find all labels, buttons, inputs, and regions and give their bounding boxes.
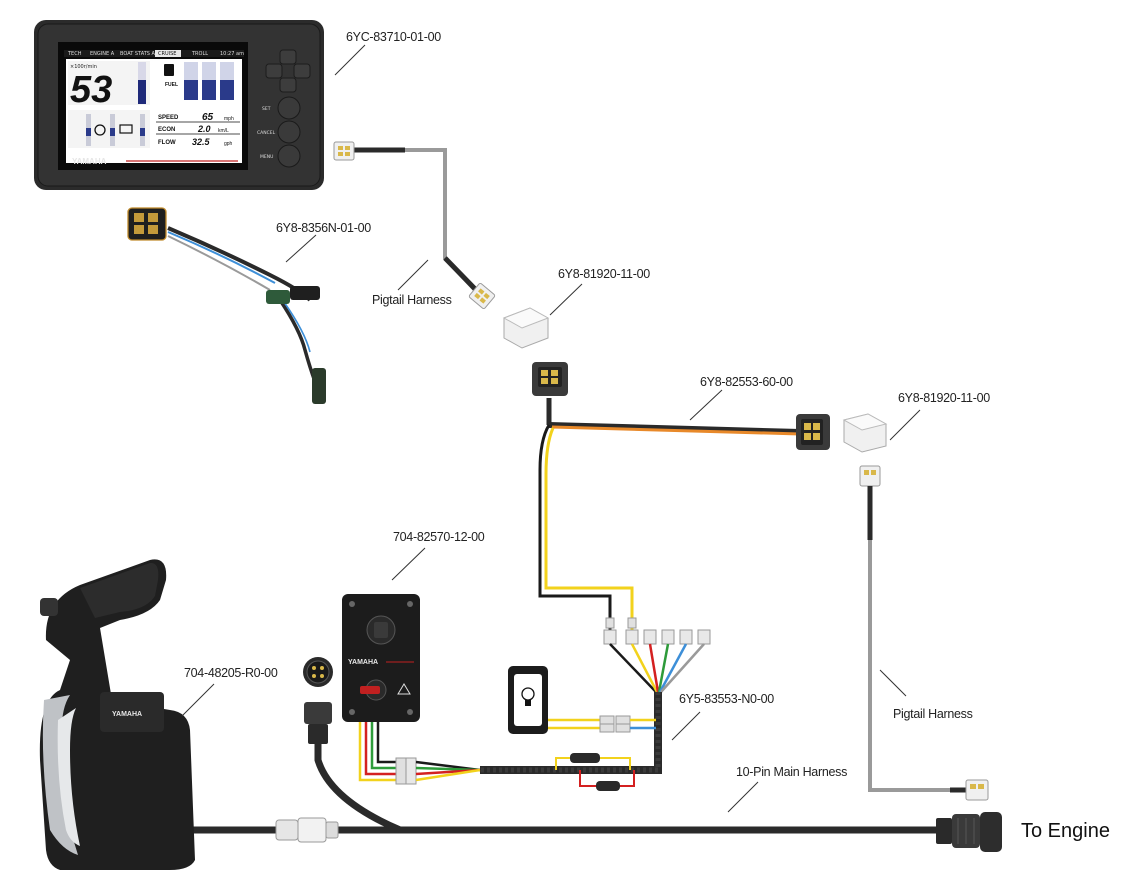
hub-harness-wires (480, 424, 711, 791)
gauge-speed-unit: mph (224, 116, 234, 122)
label-remote-control-part: 704-48205-R0-00 (184, 666, 278, 680)
gauge-tab-engine: ENGINE A (90, 51, 115, 57)
connector-boot-top (502, 307, 550, 349)
gauge-econ-value: 2.0 (197, 124, 211, 134)
gauge-tab-boatstats: BOAT STATS A (120, 51, 156, 57)
gauge-rpm-value: 53 (70, 69, 112, 111)
gauge-tab-cruise: CRUISE (158, 51, 176, 57)
gauge-brand: YAMAHA (72, 157, 107, 166)
panel-brand: YAMAHA (348, 659, 378, 666)
gauge-fuel-label: FUEL (165, 82, 178, 88)
label-connector-top-part: 6Y8-81920-11-00 (558, 267, 650, 281)
connector-boot-right (842, 413, 888, 453)
gauge-tab-troll: TROLL (191, 51, 208, 57)
label-connector-right-part: 6Y8-81920-11-00 (898, 391, 990, 405)
display-pigtail-harness (333, 141, 496, 310)
display-dpad (265, 49, 311, 93)
extension-harness-cable (546, 398, 801, 436)
fuel-bars (184, 62, 234, 100)
trip-data: SPEED 65 mph ECON 2.0 km/L FLOW 32.5 gph (156, 112, 240, 147)
fuel-icon (164, 64, 174, 76)
switch-panel: YAMAHA (303, 594, 481, 785)
extension-connector-left (532, 362, 568, 396)
display-set-button (277, 96, 301, 120)
label-main-harness: 10-Pin Main Harness (736, 765, 847, 779)
hub-connector-fan (603, 629, 711, 645)
gauge-flow-unit: gph (224, 141, 233, 147)
display-cancel-label: CANCEL (257, 130, 276, 136)
gauge-tab-tech: TECH (67, 51, 82, 57)
label-extension-harness-part: 6Y8-82553-60-00 (700, 375, 793, 389)
gauge-speed-value: 65 (202, 112, 214, 123)
main-harness-joint-connector (275, 817, 339, 843)
display-menu-button (277, 144, 301, 168)
label-switch-panel-part: 704-82570-12-00 (393, 530, 485, 544)
gauge-flow-label: FLOW (158, 140, 176, 146)
gauge-speed-label: SPEED (158, 115, 179, 121)
label-to-engine: To Engine (1021, 820, 1110, 842)
engine-pigtail-harness (859, 465, 989, 801)
extension-connector-right (796, 414, 830, 450)
callout-lines (181, 44, 921, 813)
remote-brand: YAMAHA (112, 711, 142, 718)
gauge-time: 10:27 am (220, 51, 244, 57)
display-set-label: SET (262, 106, 271, 112)
gauge-econ-unit: km/L (218, 128, 229, 134)
gauge-econ-label: ECON (158, 127, 175, 133)
label-pigtail-left: Pigtail Harness (372, 293, 452, 307)
label-hub-harness-part: 6Y5-83553-N0-00 (679, 692, 774, 706)
engine-connector (936, 812, 1002, 852)
remote-control-lever: YAMAHA (39, 559, 196, 870)
display-cancel-button (277, 120, 301, 144)
label-sensor-harness-part: 6Y8-8356N-01-00 (276, 221, 371, 235)
sensor-harness (127, 207, 326, 404)
multifunction-display: TECH ENGINE A BOAT STATS A CRUISE TROLL … (34, 20, 324, 190)
mini-gauges (68, 110, 150, 148)
display-menu-label: MENU (260, 154, 273, 160)
gauge-flow-value: 32.5 (192, 137, 211, 147)
label-pigtail-right: Pigtail Harness (893, 707, 973, 721)
label-display-part: 6YC-83710-01-00 (346, 30, 441, 44)
gauge-rpm-unit: ×100r/min (70, 64, 97, 70)
light-switch (508, 666, 548, 734)
